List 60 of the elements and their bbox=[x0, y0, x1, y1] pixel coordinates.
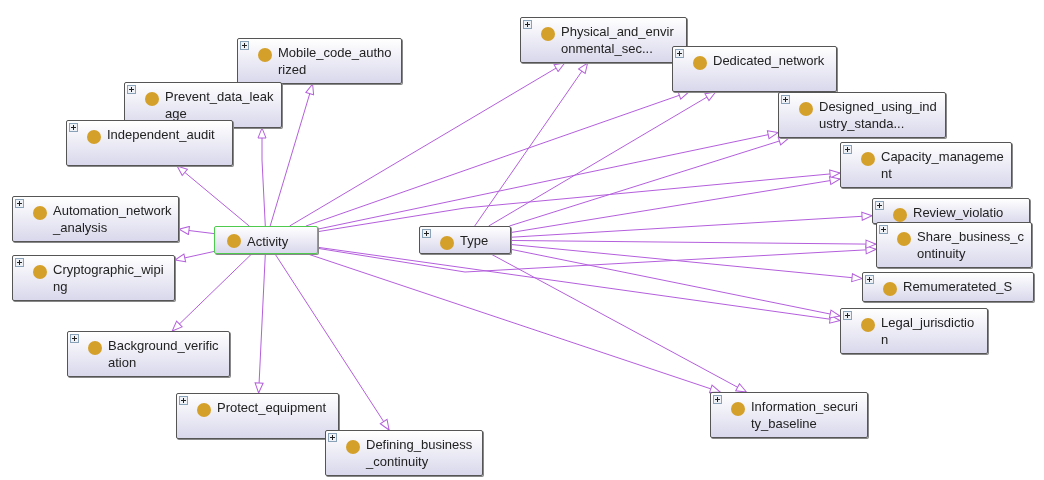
arrow bbox=[317, 246, 841, 324]
class-node bbox=[67, 331, 230, 377]
node-label: Legal_jurisdiction bbox=[881, 314, 976, 348]
class-node bbox=[872, 198, 1030, 224]
node-label: Protect_equipment bbox=[217, 399, 328, 416]
arrow bbox=[317, 169, 841, 233]
node-label: Mobile_code_authorized bbox=[278, 44, 393, 78]
node-label: Prevent_data_leakage bbox=[165, 88, 275, 122]
class-node bbox=[419, 226, 511, 254]
arrow bbox=[510, 239, 877, 249]
arrow bbox=[305, 91, 690, 227]
arrow bbox=[490, 253, 747, 393]
class-node bbox=[778, 92, 946, 138]
class-node bbox=[672, 46, 837, 92]
class-node bbox=[237, 38, 402, 84]
arrow bbox=[269, 83, 315, 227]
arrow bbox=[178, 226, 215, 235]
arrow bbox=[508, 136, 790, 227]
class-node bbox=[840, 142, 1012, 188]
arrow bbox=[257, 127, 267, 227]
node-label: Physical_and_environmental_sec... bbox=[561, 23, 675, 57]
node-label: Type bbox=[460, 232, 490, 249]
arrow bbox=[317, 245, 877, 273]
arrow bbox=[510, 248, 841, 319]
node-label: Independent_audit bbox=[107, 126, 216, 143]
class-node bbox=[214, 226, 318, 254]
class-node bbox=[840, 308, 988, 354]
class-node bbox=[520, 17, 687, 63]
arrow bbox=[510, 176, 841, 233]
class-node bbox=[710, 392, 868, 438]
arrow bbox=[488, 91, 717, 227]
class-node bbox=[862, 272, 1034, 302]
class-node bbox=[176, 393, 339, 439]
node-label: Defining_business_continuity bbox=[366, 436, 474, 470]
class-node bbox=[325, 430, 483, 476]
node-label: Information_security_baseline bbox=[751, 398, 859, 432]
arrow bbox=[274, 253, 390, 431]
node-label: Dedicated_network bbox=[713, 52, 826, 69]
node-label: Designed_using_industry_standa... bbox=[819, 98, 938, 132]
arrow bbox=[171, 253, 253, 332]
arrow bbox=[474, 62, 589, 227]
node-label: Remumerateted_S bbox=[903, 278, 1014, 295]
arrow bbox=[176, 165, 250, 227]
arrow bbox=[289, 62, 566, 227]
class-node bbox=[12, 196, 179, 242]
class-node bbox=[876, 222, 1032, 268]
arrow bbox=[174, 250, 215, 263]
node-label: Capacity_management bbox=[881, 148, 1005, 182]
arrow bbox=[254, 253, 266, 394]
class-node bbox=[66, 120, 233, 166]
arrow bbox=[510, 211, 873, 238]
class-node bbox=[12, 255, 175, 301]
node-label: Background_verification bbox=[108, 337, 220, 371]
node-label: Cryptographic_wiping bbox=[53, 261, 165, 295]
node-label: Share_business_continuity bbox=[917, 228, 1025, 262]
node-label: Activity bbox=[247, 233, 290, 250]
node-label: Automation_network_analysis bbox=[53, 202, 172, 236]
arrow bbox=[510, 244, 863, 283]
node-label: Review_violatio bbox=[913, 204, 1005, 221]
arrow bbox=[317, 130, 779, 230]
